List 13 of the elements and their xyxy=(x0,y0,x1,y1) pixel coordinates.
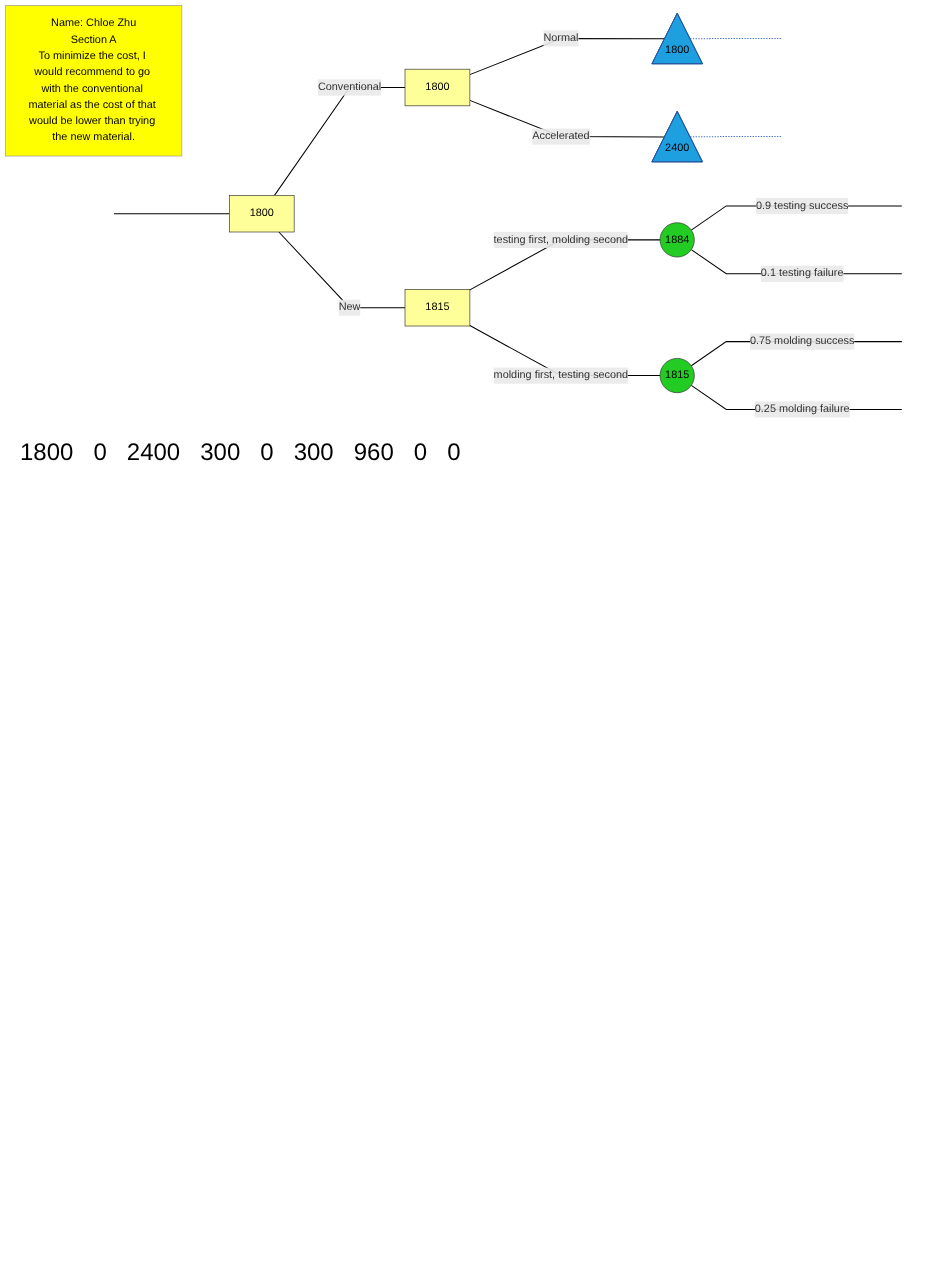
value-label: 300 xyxy=(293,437,334,466)
value-label: 0 xyxy=(93,437,107,466)
value-label: 960 xyxy=(353,437,394,466)
value-label: 0 xyxy=(413,437,428,466)
connector xyxy=(469,37,666,76)
value-label: 2400 xyxy=(126,437,181,466)
value-label: 0 xyxy=(447,437,461,466)
value-label: 300 xyxy=(200,437,241,466)
value-label: 1800 xyxy=(20,437,74,466)
connector xyxy=(113,213,230,215)
connector xyxy=(689,136,783,138)
value-label: 0 xyxy=(260,437,274,466)
connector xyxy=(689,37,783,40)
